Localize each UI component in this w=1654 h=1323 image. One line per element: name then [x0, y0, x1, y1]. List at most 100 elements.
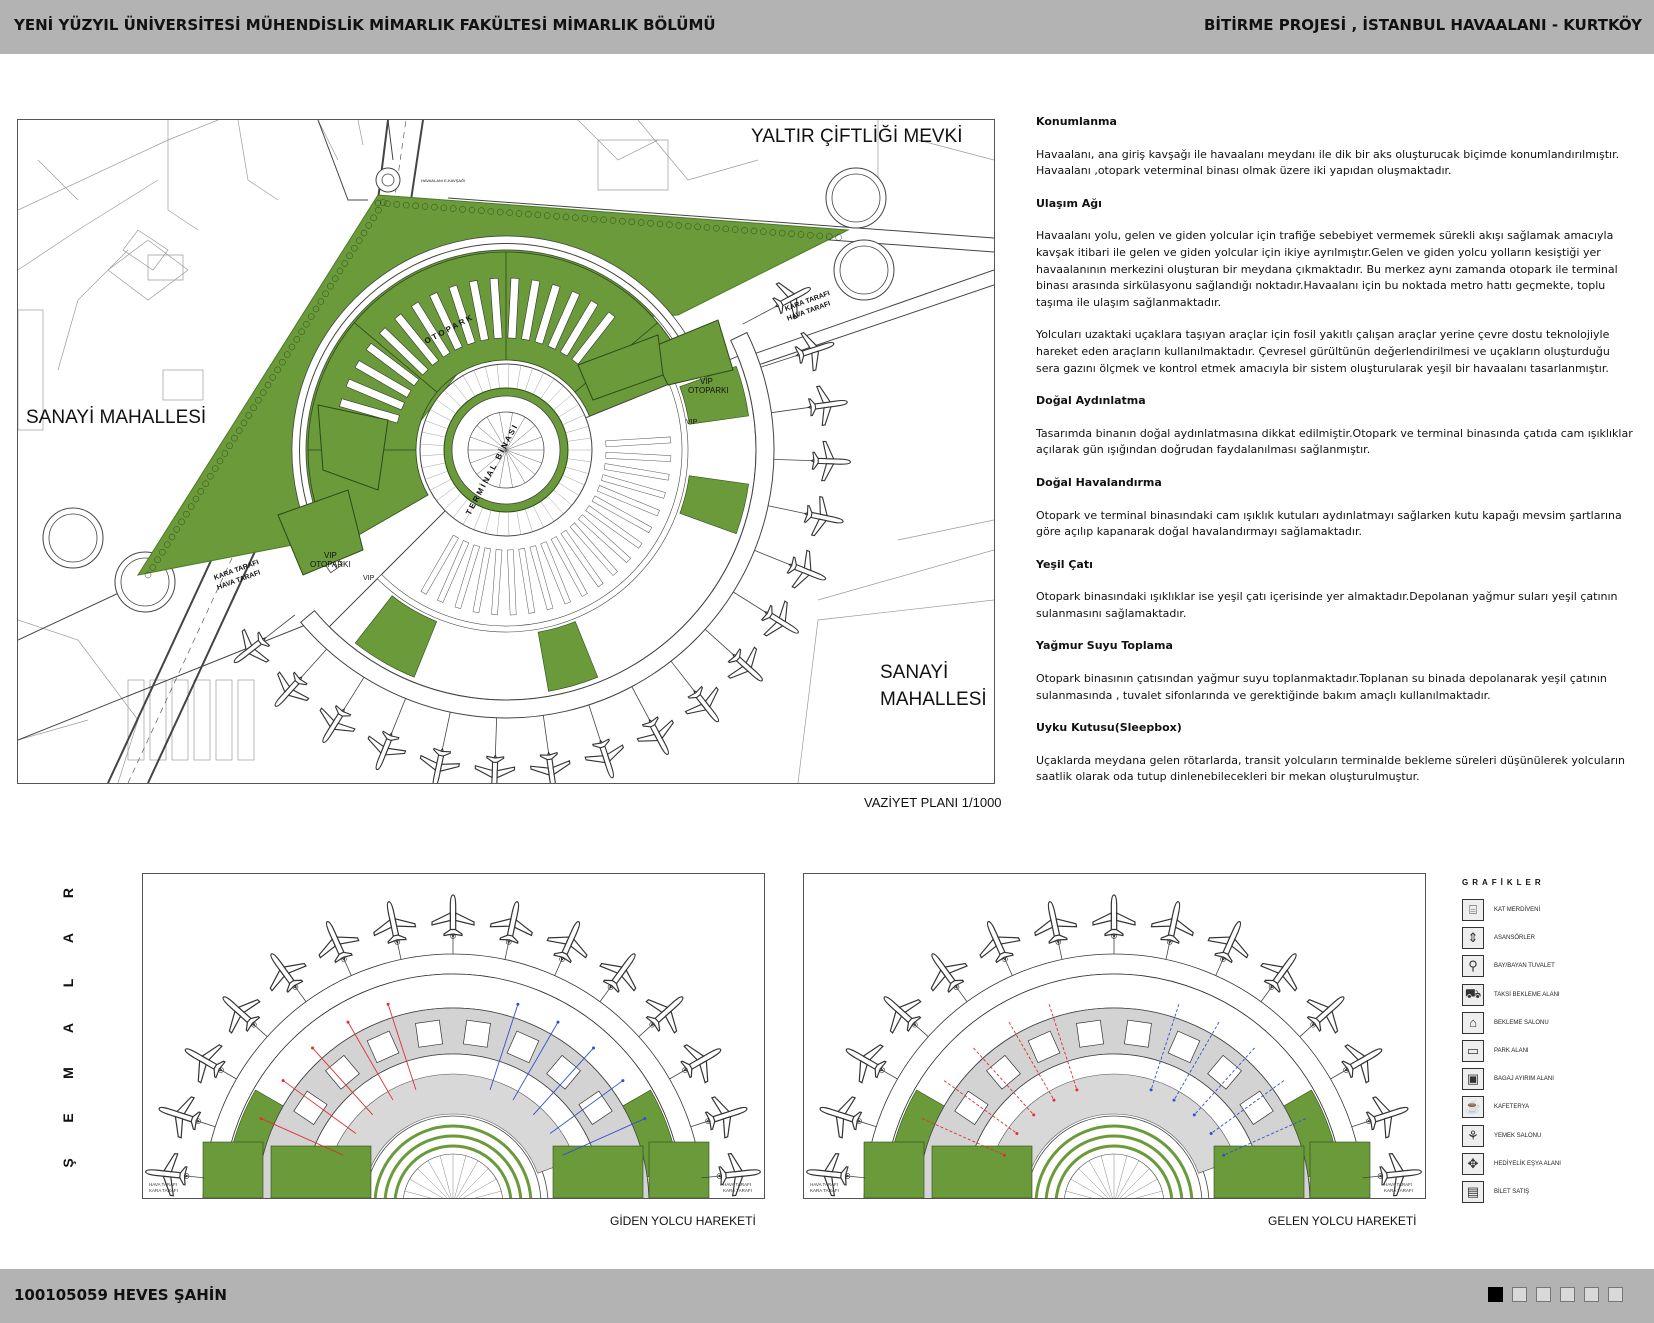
aircraft — [1150, 901, 1194, 945]
restaurant-icon: ⚘ — [1462, 1124, 1484, 1147]
legend-label: BEKLEME SALONU — [1494, 1019, 1549, 1026]
aircraft — [1207, 921, 1249, 964]
project-title: BİTİRME PROJESİ , İSTANBUL HAVAALANI - K… — [1203, 16, 1642, 34]
vertical-title-letter: R — [60, 887, 76, 899]
aircraft-13 — [803, 495, 844, 537]
legend-item: ⇕ASANSÖRLER — [1462, 924, 1612, 952]
aircraft-16 — [794, 332, 835, 372]
university-title: YENİ YÜZYIL ÜNİVERSİTESİ MÜHENDİSLİK MİM… — [14, 16, 716, 34]
corner-label-left-1: HAVA TARAFI — [149, 1182, 177, 1187]
ring-road — [291, 235, 692, 574]
aircraft — [599, 953, 637, 993]
aircraft — [431, 894, 475, 939]
legend-item: ▭ PARK ALANI — [1462, 1037, 1612, 1065]
surrounding-streets — [18, 120, 994, 783]
aircraft — [158, 1096, 202, 1139]
green-block — [1213, 1145, 1305, 1198]
aircraft-17 — [772, 282, 811, 320]
section-title-5: Yeşil Çatı — [1036, 557, 1093, 571]
roundabout-3 — [825, 167, 887, 229]
aircraft — [883, 996, 922, 1034]
legend-label: TAKSİ BEKLEME ALANI — [1494, 991, 1560, 998]
page-dot-5[interactable] — [1584, 1287, 1599, 1302]
aircraft — [222, 996, 261, 1034]
section-paragraph: Havaalanı yolu, gelen ve giden yolcular … — [1036, 229, 1618, 309]
legend-title: GRAFİKLER — [1462, 878, 1545, 887]
legend-item: ▤BİLET SATIŞ — [1462, 1178, 1612, 1206]
label-west: SANAYİ MAHALLESİ — [26, 407, 207, 428]
aircraft — [717, 1153, 761, 1197]
aircraft — [845, 1044, 887, 1084]
label-southeast-2: MAHALLESİ — [880, 689, 987, 710]
rooms — [293, 1019, 613, 1125]
legend-label: KAFETERYA — [1494, 1104, 1530, 1111]
vertical-title-letter: L — [60, 978, 76, 988]
aircraft — [1365, 1096, 1409, 1139]
corner-label-left-2: KARA TARAFI — [149, 1188, 178, 1193]
vertical-title-letter: A — [60, 1022, 76, 1034]
section-paragraph: Otopark ve terminal binasındaki cam ışık… — [1036, 508, 1622, 539]
section-title-7: Uyku Kutusu(Sleepbox) — [1036, 721, 1182, 735]
aircraft — [1306, 996, 1345, 1034]
aircraft — [1260, 953, 1298, 993]
aircraft — [233, 282, 851, 783]
legend-item: ⌸KAT MERDİVENİ — [1462, 896, 1612, 924]
parking-icon: ▭ — [1462, 1040, 1484, 1063]
aircraft-14 — [809, 440, 851, 482]
terminal-green-4 — [679, 365, 749, 425]
aircraft-7 — [584, 738, 624, 779]
aircraft — [806, 894, 1422, 1197]
section-title-4: Doğal Havalandırma — [1036, 475, 1162, 489]
flow-arrows — [259, 1002, 647, 1156]
aircraft — [1034, 901, 1078, 945]
departure-caption: GİDEN YOLCU HAREKETİ — [610, 1214, 756, 1228]
corner-label-right-2: KARA TARAFI — [723, 1188, 752, 1193]
aircraft — [1341, 1044, 1383, 1084]
green-block — [931, 1145, 1033, 1198]
site-plan: YALTIR ÇİFTLİĞİ MEVKİ SANAYİ MAHALLESİ S… — [17, 119, 995, 784]
legend-item: ⌂ BEKLEME SALONU — [1462, 1009, 1612, 1037]
waiting-icon: ⌂ — [1462, 1011, 1484, 1034]
page-dot-4[interactable] — [1560, 1287, 1575, 1302]
terminal-green-3 — [679, 475, 749, 535]
aircraft — [645, 996, 684, 1034]
aircraft — [1092, 894, 1136, 939]
section-title-3: Doğal Aydınlatma — [1036, 394, 1146, 408]
corner-label-right-1: HAVA TARAFI — [723, 1182, 751, 1187]
gift-icon: ✥ — [1462, 1152, 1484, 1175]
roundabout-1 — [42, 507, 104, 569]
label-vip-parking-west-2: OTOPARKI — [310, 560, 351, 569]
label-vip-parking-east-1: VIP — [700, 377, 713, 386]
legend-label: KAT MERDİVENİ — [1494, 907, 1541, 914]
legend-label: PARK ALANI — [1494, 1048, 1529, 1055]
aircraft — [145, 1153, 189, 1197]
terminal-green-1 — [354, 595, 438, 678]
corner-label-left-2: KARA TARAFI — [810, 1188, 839, 1193]
cafe-icon: ☕ — [1462, 1096, 1484, 1119]
aircraft-11 — [760, 600, 799, 637]
page-dot-3[interactable] — [1536, 1287, 1551, 1302]
page-dot-2[interactable] — [1512, 1287, 1527, 1302]
corner-label-right-2: KARA TARAFI — [1384, 1188, 1413, 1193]
legend-label: BAGAJ AYIRIM ALANI — [1494, 1076, 1554, 1083]
baggage-icon: ▣ — [1462, 1068, 1484, 1091]
legend-item: ✥HEDİYELİK EŞYA ALANI — [1462, 1150, 1612, 1178]
elevator-icon: ⇕ — [1462, 927, 1484, 950]
page-dot-1[interactable] — [1488, 1287, 1503, 1302]
vertical-title-letter: A — [60, 932, 76, 944]
section-paragraph: Havaalanı, ana giriş kavşağı ile havaala… — [1036, 147, 1620, 178]
green-block — [202, 1141, 264, 1198]
legend-item: ⚘YEMEK SALONU — [1462, 1122, 1612, 1150]
section-paragraph: Uçaklarda meydana gelen rötarlarda, tran… — [1036, 753, 1626, 784]
legend-item: ▣ BAGAJ AYIRIM ALANI — [1462, 1065, 1612, 1093]
aircraft — [819, 1096, 863, 1139]
legend-item: ⛟TAKSİ BEKLEME ALANI — [1462, 981, 1612, 1009]
vertical-title-letter: E — [60, 1113, 76, 1123]
page-dot-6[interactable] — [1608, 1287, 1623, 1302]
aircraft — [269, 953, 307, 993]
label-southeast-1: SANAYİ — [880, 662, 949, 683]
corner-label-left-1: HAVA TARAFI — [810, 1182, 838, 1187]
